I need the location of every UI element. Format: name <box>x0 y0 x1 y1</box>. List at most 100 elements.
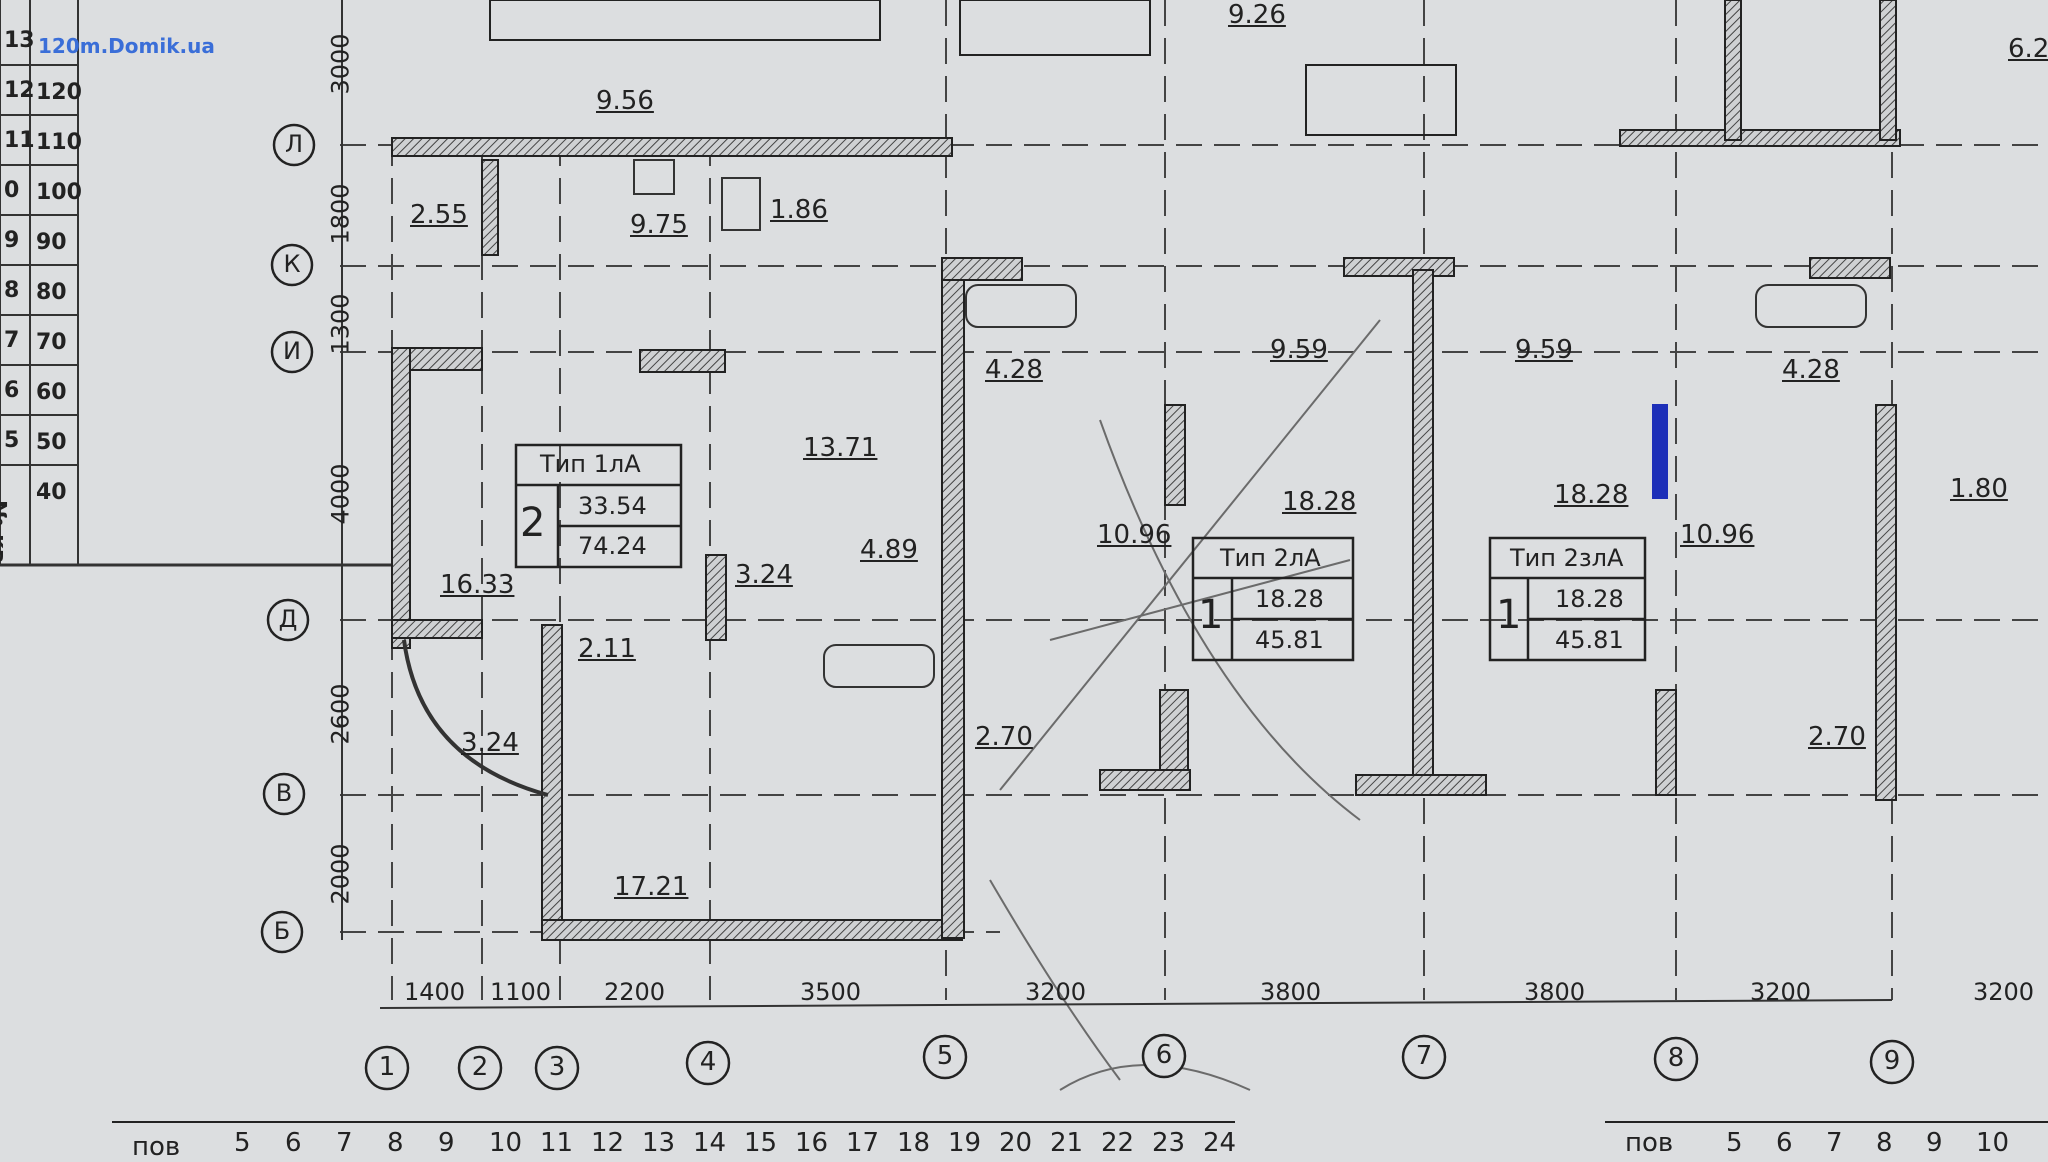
floor-table-left-cell: 13 <box>642 1128 676 1158</box>
bottom-dimension-label: 1400 <box>404 978 466 1006</box>
room-area-label: 16.33 <box>440 570 515 600</box>
dimension-lines <box>341 0 1893 1009</box>
bottom-dimension-label: 3200 <box>1750 978 1812 1006</box>
room-area-label: 1.80 <box>1950 474 2008 504</box>
room-area-label: 4.28 <box>1782 355 1840 385</box>
floor-table-left-cell: 20 <box>999 1128 1033 1158</box>
floor-table-left-cell: 15 <box>744 1128 778 1158</box>
grid-row-label: И <box>283 337 301 365</box>
room-area-label: 3.24 <box>735 560 793 590</box>
floor-table-left-cell: 14 <box>693 1128 727 1158</box>
room-area-label: 2.70 <box>1808 722 1866 752</box>
grid-column-label: 8 <box>1667 1043 1685 1073</box>
left-table-row-number: 12 <box>4 78 35 103</box>
left-dimension-label: 2000 <box>326 843 355 905</box>
walls <box>391 0 1901 941</box>
bottom-dimension-label: 3800 <box>1260 978 1322 1006</box>
room-area-label: 10.96 <box>1680 520 1755 550</box>
left-table-row-value: 40 <box>36 480 67 505</box>
bottom-dimension-label: 1100 <box>490 978 552 1006</box>
left-dimension-label: 3000 <box>326 33 355 95</box>
left-apartment-table <box>0 0 79 565</box>
floor-table-right-label: пов <box>1625 1128 1674 1158</box>
grid-column-label: 7 <box>1415 1041 1433 1071</box>
floor-table-left-cell: 6 <box>285 1128 302 1158</box>
grid-markers <box>260 123 1915 1091</box>
floor-table-left-cell: 19 <box>948 1128 982 1158</box>
apt-type-2-total: 45.81 <box>1255 626 1324 654</box>
room-area-label: 10.96 <box>1097 520 1172 550</box>
floor-table-left-cell: 11 <box>540 1128 574 1158</box>
floor-table-left-cell: 5 <box>234 1128 251 1158</box>
room-area-label: 4.89 <box>860 535 918 565</box>
floor-table-right-cell: 6 <box>1776 1128 1793 1158</box>
left-table-row-number: 9 <box>4 228 20 253</box>
room-area-label: 4.28 <box>985 355 1043 385</box>
floor-table-left-label: пов <box>132 1132 181 1162</box>
left-table-row-value: 60 <box>36 380 67 405</box>
room-area-label: 2.70 <box>975 722 1033 752</box>
bottom-dimension-label: 3800 <box>1524 978 1586 1006</box>
room-area-label: 9.26 <box>1228 0 1286 30</box>
floor-table-left-cell: 10 <box>489 1128 523 1158</box>
floor-table-left-cell: 16 <box>795 1128 829 1158</box>
apt-type-2-rooms: 1 <box>1198 592 1224 638</box>
apartment-number-header: № кв. <box>0 500 10 572</box>
room-area-label: 2.11 <box>578 634 636 664</box>
left-table-row-number: 0 <box>4 178 20 203</box>
left-table-row-value: 50 <box>36 430 67 455</box>
apt-type-3-rooms: 1 <box>1496 592 1522 638</box>
grid-column-label: 2 <box>471 1052 489 1082</box>
left-dimension-label: 1300 <box>326 293 355 355</box>
apt-type-3-total: 45.81 <box>1555 626 1624 654</box>
left-table-row-number: 6 <box>4 378 20 403</box>
apt-type-1-total: 74.24 <box>578 532 647 560</box>
grid-column-label: 4 <box>699 1047 717 1077</box>
grid-row-label: К <box>283 250 301 278</box>
room-area-label: 18.28 <box>1554 480 1629 510</box>
floor-table-left-cell: 24 <box>1203 1128 1237 1158</box>
floor-table-right-cell: 10 <box>1976 1128 2010 1158</box>
room-area-label: 3.24 <box>461 728 519 758</box>
grid-column-label: 6 <box>1155 1040 1173 1070</box>
grid-row-label: В <box>275 779 293 807</box>
left-table-row-value: 80 <box>36 280 67 305</box>
apt-type-3-living: 18.28 <box>1555 585 1624 613</box>
floor-table-left-cell: 8 <box>387 1128 404 1158</box>
room-area-label: 6.24 <box>2008 34 2048 64</box>
floor-table-left-cell: 7 <box>336 1128 353 1158</box>
room-area-label: 18.28 <box>1282 487 1357 517</box>
bathroom-fixtures <box>633 159 1867 688</box>
bottom-dimension-label: 3200 <box>1973 978 2035 1006</box>
grid-column-label: 5 <box>936 1041 954 1071</box>
apt-type-3-name: Тип 2злА <box>1510 544 1624 572</box>
floor-table-right-cell: 7 <box>1826 1128 1843 1158</box>
bottom-dimension-label: 3200 <box>1025 978 1087 1006</box>
left-table-row-number: 5 <box>4 428 20 453</box>
left-table-row-value: 90 <box>36 230 67 255</box>
grid-row-label: Л <box>284 130 304 158</box>
floor-table-left-cell: 18 <box>897 1128 931 1158</box>
floor-table-left-cell: 17 <box>846 1128 880 1158</box>
left-dimension-label: 2600 <box>326 683 355 745</box>
floor-table-left-cell: 12 <box>591 1128 625 1158</box>
floor-table-left-cell: 21 <box>1050 1128 1084 1158</box>
highlighted-wall <box>1652 404 1668 499</box>
left-table-row-value: 100 <box>36 180 82 205</box>
floor-table-right-cell: 9 <box>1926 1128 1943 1158</box>
apartment-type-boxes <box>514 443 1647 662</box>
room-area-label: 1.86 <box>770 195 828 225</box>
apt-type-2-name: Тип 2лА <box>1220 544 1321 572</box>
grid-column-label: 9 <box>1883 1046 1901 1076</box>
apt-type-1-living: 33.54 <box>578 492 647 520</box>
left-table-row-number: 13 <box>4 28 35 53</box>
left-table-row-value: 70 <box>36 330 67 355</box>
apt-type-1-name: Тип 1лА <box>540 450 641 478</box>
grid-row-label: Д <box>278 605 298 633</box>
floor-table-right-cell: 5 <box>1726 1128 1743 1158</box>
grid-column-label: 3 <box>548 1052 566 1082</box>
apt-type-2-living: 18.28 <box>1255 585 1324 613</box>
left-dimension-label: 4000 <box>326 463 355 525</box>
left-table-row-number: 8 <box>4 278 20 303</box>
room-area-label: 9.59 <box>1270 335 1328 365</box>
